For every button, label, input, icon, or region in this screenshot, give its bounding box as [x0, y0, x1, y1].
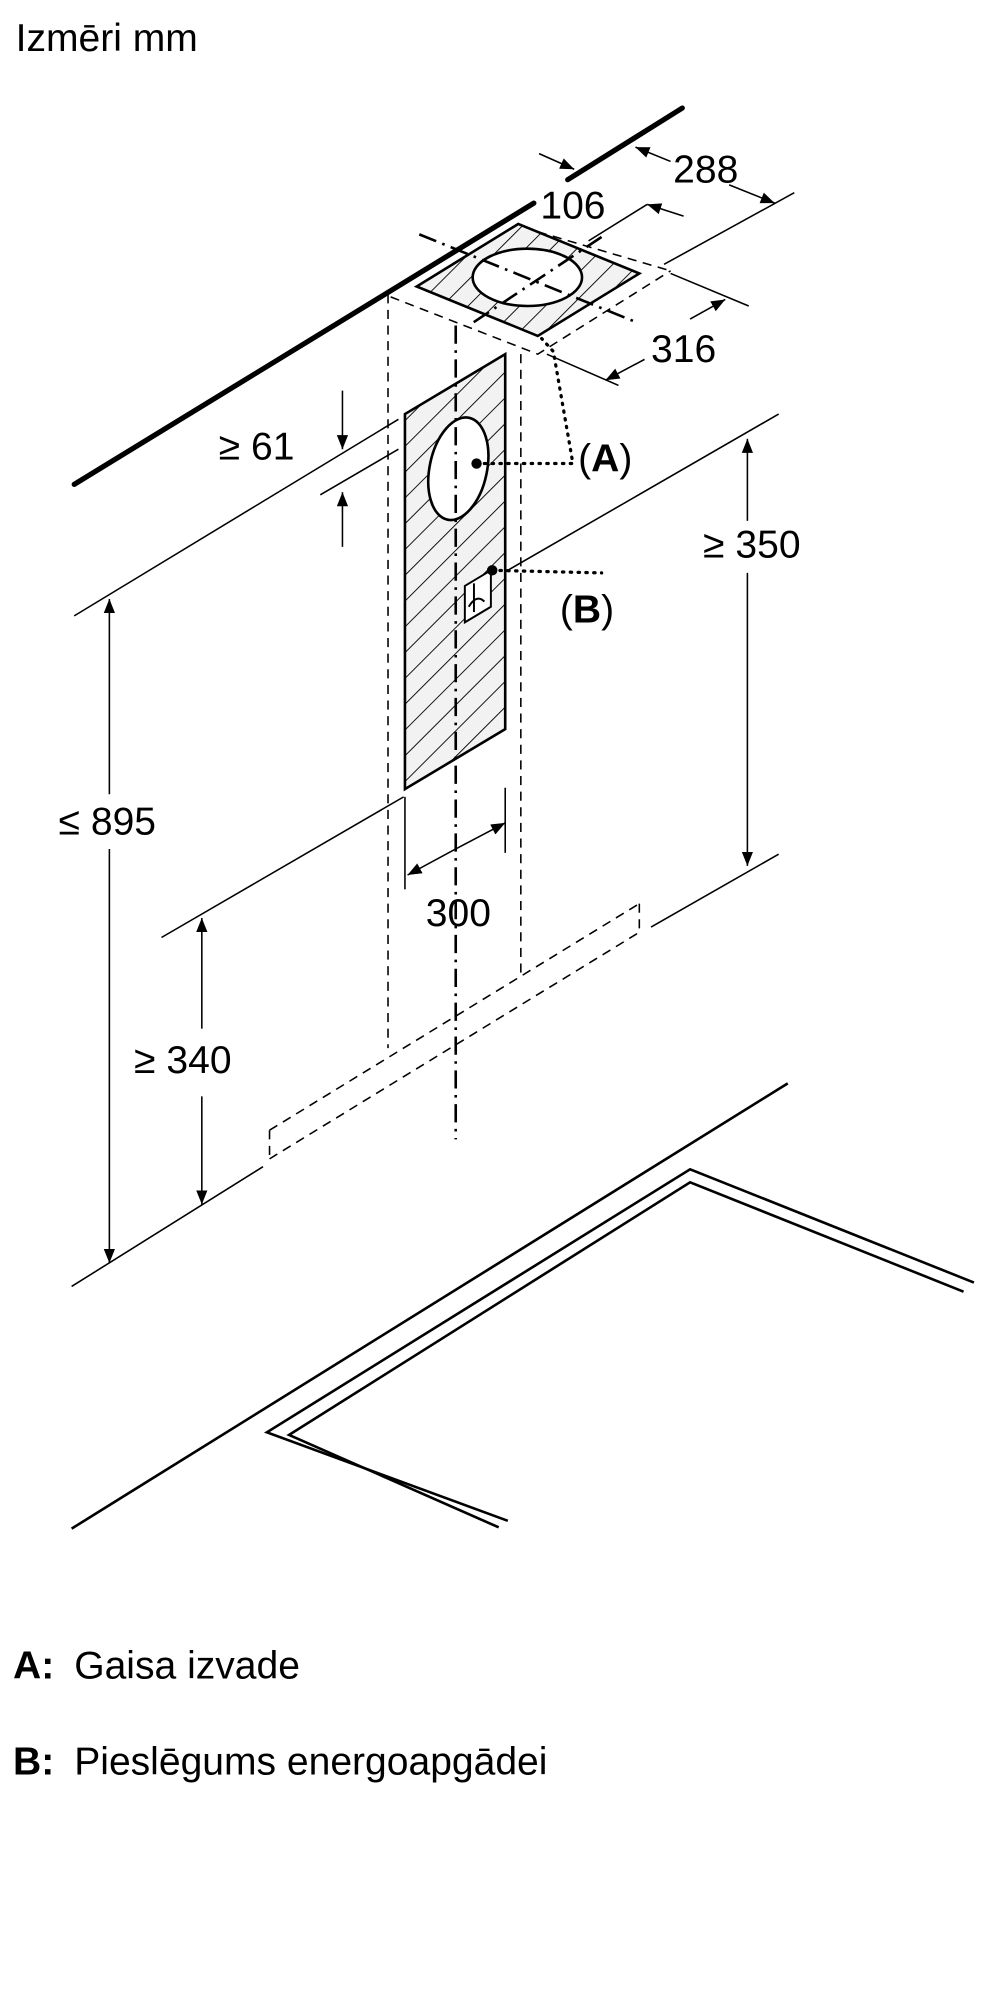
svg-text:(A): (A) — [578, 437, 632, 480]
ceiling-outlet-plate — [390, 222, 671, 356]
callout-b: (B) — [560, 588, 614, 631]
dimension-106: 106 — [540, 185, 684, 242]
dimension-288: 288 — [538, 146, 795, 266]
legend-text-a: Gaisa izvade — [74, 1644, 300, 1687]
dimension-min-340: ≥ 340 — [134, 796, 405, 1205]
page-title: Izmēri mm — [16, 17, 198, 60]
dimension-300-label: 300 — [426, 892, 491, 935]
hood-outline — [268, 902, 641, 1160]
legend-item-b: B: Pieslēgums energoapgādei — [13, 1741, 547, 1784]
legend-item-a: A: Gaisa izvade — [13, 1644, 300, 1687]
legend-key-a: A: — [13, 1644, 54, 1687]
chimney-outline — [387, 294, 522, 1049]
dimension-min-350-label: ≥ 350 — [703, 523, 800, 566]
dimension-min-340-label: ≥ 340 — [134, 1039, 231, 1082]
dimension-min-350: ≥ 350 — [507, 413, 801, 928]
dimension-max-895: ≤ 895 — [59, 598, 264, 1288]
countertop — [70, 1082, 789, 1530]
dimension-max-895-label: ≤ 895 — [59, 801, 156, 844]
dimension-min-61: ≥ 61 — [73, 390, 399, 617]
svg-text:(B): (B) — [560, 588, 614, 631]
dimension-106-label: 106 — [540, 185, 605, 228]
legend-key-b: B: — [13, 1741, 54, 1784]
cooktop — [263, 1167, 975, 1529]
dimension-288-label: 288 — [673, 148, 738, 191]
power-socket-icon — [463, 565, 604, 625]
dimension-316: 316 — [546, 272, 749, 387]
legend-text-b: Pieslēgums energoapgādei — [74, 1741, 547, 1784]
dimension-316-label: 316 — [651, 328, 716, 371]
dimension-300: 300 — [404, 787, 506, 935]
dimension-min-61-label: ≥ 61 — [219, 426, 295, 469]
wall-outlet-panel — [403, 325, 575, 1140]
callout-a: (A) — [578, 437, 632, 480]
